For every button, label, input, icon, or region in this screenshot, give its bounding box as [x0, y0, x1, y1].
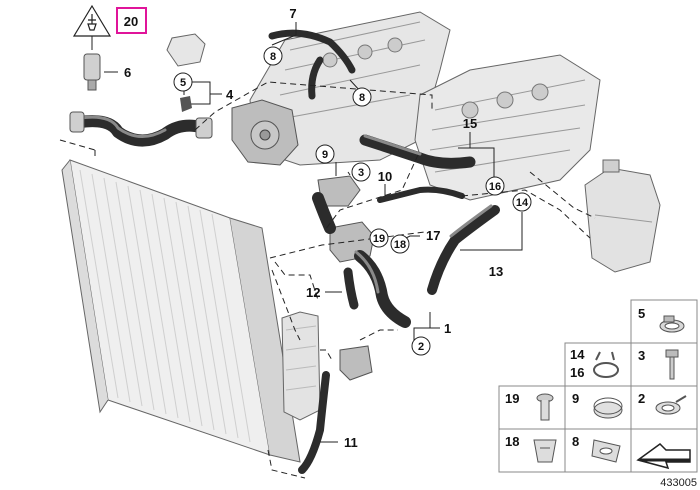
legend-label-19: 19 [505, 391, 519, 406]
hose-clamp-icon [659, 315, 685, 333]
callout-11: 11 [344, 435, 358, 450]
callout-circle-9 [315, 144, 335, 164]
callout-17: 17 [426, 228, 440, 243]
retaining-clip-icon [533, 439, 557, 463]
callout-20: 20 [124, 14, 138, 29]
expansion-tank [584, 159, 661, 273]
front-direction-arrow-icon [636, 443, 691, 470]
callout-circle-14 [512, 192, 532, 212]
spring-clamp-icon [593, 351, 619, 378]
callout-3: 3 [358, 167, 364, 179]
heater-hose-10 [377, 186, 465, 203]
callout-12: 12 [306, 285, 320, 300]
legend-cell-18 [498, 428, 566, 473]
grommet-clip-icon [591, 439, 621, 463]
engine-cylinder-head-front [414, 54, 601, 201]
callout-9: 9 [322, 149, 328, 161]
callout-4: 4 [226, 87, 234, 102]
callout-circle-18 [390, 234, 410, 254]
callout-14: 14 [516, 197, 529, 209]
callout-2: 2 [418, 341, 424, 353]
callout-circle-16 [485, 176, 505, 196]
legend-label-8: 8 [572, 434, 579, 449]
callout-15: 15 [463, 116, 477, 131]
hose-clamp-2-icon [655, 395, 687, 415]
callout-8-top: 8 [270, 51, 276, 63]
callout-circle-2 [411, 336, 431, 356]
water-pump-housing [231, 99, 299, 166]
thermostat-outlet-hose [312, 192, 411, 328]
callout-5: 5 [180, 77, 186, 89]
vent-hose-7 [268, 29, 356, 100]
callout-circle-3 [351, 162, 371, 182]
callout-6: 6 [124, 65, 131, 80]
band-clamp-icon [593, 397, 623, 419]
callout-circle-8-top [263, 46, 283, 66]
callout-8-right: 8 [359, 92, 365, 104]
part-20-highlight-box [116, 7, 147, 34]
auxiliary-radiator [281, 311, 321, 421]
callout-1: 1 [444, 321, 451, 336]
callout-circle-19 [369, 228, 389, 248]
legend-label-18: 18 [505, 434, 519, 449]
upper-coolant-hose-15 [359, 134, 476, 169]
callout-13: 13 [489, 264, 503, 279]
hose-11 [298, 371, 330, 474]
callout-10: 10 [378, 169, 392, 184]
coolant-reservoir-small [166, 33, 206, 67]
expanding-rivet-icon [536, 393, 554, 421]
diagram-reference-number: 433005 [660, 477, 697, 489]
legend-label-2: 2 [638, 391, 645, 406]
part-6-sensor [83, 53, 101, 91]
radiator-feed-hose [69, 111, 213, 147]
callout-19: 19 [373, 233, 385, 245]
callout-16: 16 [489, 181, 501, 193]
lower-coolant-hose-13 [427, 204, 500, 295]
legend-label-5: 5 [638, 306, 645, 321]
callout-circle-5 [173, 72, 193, 92]
legend-label-3: 3 [638, 348, 645, 363]
legend-label-9: 9 [572, 391, 579, 406]
hose-12 [343, 267, 359, 310]
warning-triangle-icon [72, 4, 112, 37]
clip-5-small [180, 96, 192, 112]
legend-cell-3 [630, 342, 698, 387]
bolt-icon [665, 349, 679, 380]
radiator [61, 159, 301, 463]
callout-circle-8-right [352, 87, 372, 107]
callout-18: 18 [394, 239, 406, 251]
callout-7: 7 [289, 6, 296, 21]
